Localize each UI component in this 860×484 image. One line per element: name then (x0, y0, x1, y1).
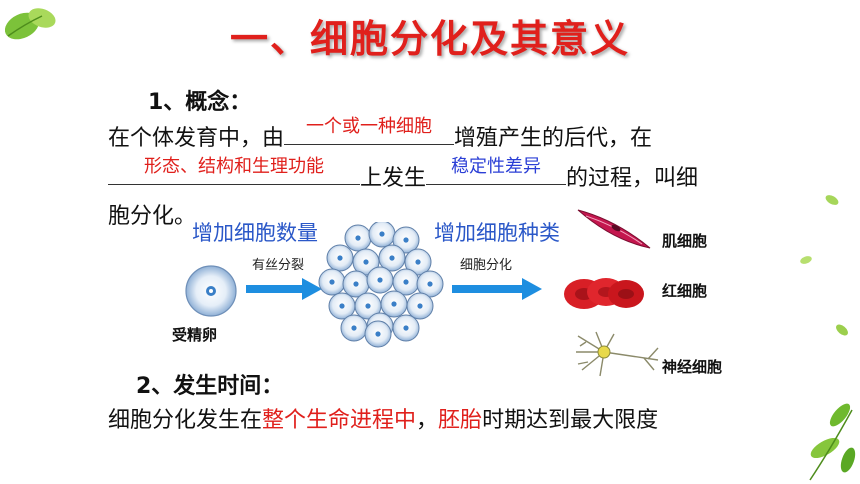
cluster-cell (340, 314, 368, 342)
cluster-cell (380, 290, 408, 318)
cluster-cell (344, 224, 372, 252)
timing-highlight-2: 胚胎 (438, 408, 483, 433)
concept-paragraph: 在个体发育中，由一个或一种细胞增殖产生的后代，在 形态、结构和生理功能 上发生 稳定… (108, 116, 748, 236)
page-title: 一、细胞分化及其意义 (229, 17, 630, 61)
label-increase-number: 增加细胞数量 (192, 221, 318, 245)
label-increase-types: 增加细胞种类 (434, 221, 560, 245)
cluster-cell (406, 292, 434, 320)
blank-3: 稳定性差异 (426, 156, 567, 185)
concept-text: 增殖产生的后代，在 (454, 126, 653, 151)
cluster-cell (342, 270, 370, 298)
concept-line-1: 在个体发育中，由一个或一种细胞增殖产生的后代，在 (108, 116, 748, 158)
timing-heading: 2、发生时间： (136, 374, 284, 399)
muscle-cell-icon (577, 209, 651, 249)
cluster-cell (328, 292, 356, 320)
arrow-right-icon (246, 278, 322, 300)
zygote-label: 受精卵 (172, 326, 218, 344)
concept-line-3: 胞分化。 (108, 204, 197, 229)
cluster-cell (404, 248, 432, 276)
timing-text-part: 细胞分化发生在 (108, 408, 263, 433)
blank-1-answer: 一个或一种细胞 (306, 116, 433, 137)
timing-text: 细胞分化发生在整个生命进程中，胚胎时期达到最大限度 (108, 402, 768, 440)
concept-text: 上发生 (360, 166, 427, 191)
leaf-decoration-right (800, 195, 856, 481)
timing-text-part: 时期达到最大限度 (482, 408, 659, 433)
concept-line-2: 形态、结构和生理功能 上发生 稳定性差异 的过程，叫细 (108, 156, 748, 198)
concept-text: 的过程，叫细 (566, 166, 699, 191)
cluster-cell (364, 320, 392, 348)
cell-cluster-icon (318, 222, 444, 348)
muscle-cell-label: 肌细胞 (662, 232, 708, 250)
red-blood-cell-icon (564, 278, 644, 309)
blank-3-answer: 稳定性差异 (451, 156, 542, 177)
arrow-2-label: 细胞分化 (460, 258, 513, 273)
blank-2-answer: 形态、结构和生理功能 (144, 156, 324, 177)
red-blood-cell-label: 红细胞 (662, 282, 708, 300)
neuron-cell-label: 神经细胞 (662, 358, 723, 376)
cluster-cell (354, 292, 382, 320)
blank-2: 形态、结构和生理功能 (108, 156, 360, 185)
timing-highlight-1: 整个生命进程中 (262, 408, 417, 433)
timing-text-part: ， (416, 408, 439, 433)
cluster-cell (378, 244, 406, 272)
cluster-cell (392, 314, 420, 342)
concept-text: 在个体发育中，由 (108, 126, 285, 151)
blank-1: 一个或一种细胞 (284, 116, 455, 145)
zygote-cell-icon (185, 265, 237, 317)
cluster-cell (326, 244, 354, 272)
cluster-cell (392, 226, 420, 254)
cluster-cell (366, 266, 394, 294)
arrow-right-icon (452, 278, 542, 300)
concept-heading: 1、概念： (148, 90, 252, 115)
cluster-cell (352, 248, 380, 276)
cluster-cell (318, 268, 346, 296)
arrow-1-label: 有丝分裂 (252, 258, 305, 273)
cluster-cell (368, 222, 396, 248)
neuron-cell-icon (576, 331, 659, 377)
